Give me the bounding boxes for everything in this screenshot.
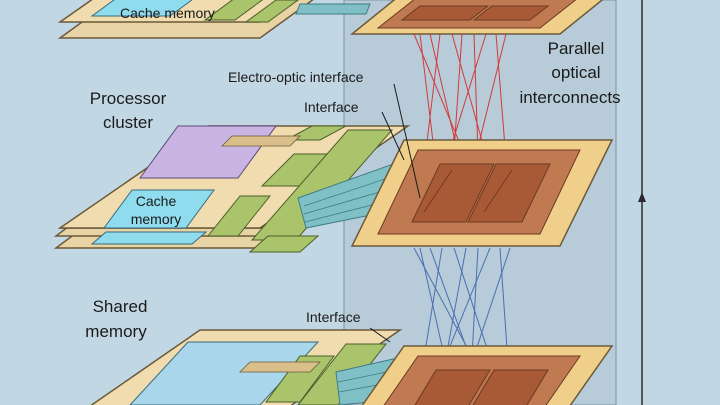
shared-memory-board	[90, 329, 403, 405]
shared-label-line2: memory	[85, 322, 147, 341]
bottom-interface-pointer	[369, 327, 391, 343]
electro-optic-pointer	[393, 83, 421, 199]
interface-mid-label: Interface	[304, 99, 359, 115]
top-ribbon	[295, 3, 371, 15]
parallel-label-line1: Parallel	[548, 39, 605, 58]
top-cache-label: Cache memory	[120, 5, 215, 21]
axis-arrow-icon	[638, 192, 646, 202]
shared-memory-chip	[129, 341, 320, 405]
electro-optic-label: Electro-optic interface	[228, 69, 364, 85]
middle-optical-plate	[350, 139, 614, 247]
top-optical-plate	[349, 0, 604, 35]
cache-label-line1: Cache	[136, 193, 177, 209]
interface-bottom-label: Interface	[306, 309, 361, 325]
bottom-optical-plate	[361, 345, 614, 405]
processor-label-line1: Processor	[90, 89, 167, 108]
processor-board	[53, 125, 411, 253]
shared-label-line1: Shared	[93, 297, 148, 316]
parallel-label-line2: optical	[551, 63, 600, 82]
interface-pointer	[381, 111, 405, 161]
parallel-label-line3: interconnects	[519, 88, 620, 107]
top-board	[57, 0, 314, 39]
cache-memory-chip	[103, 189, 215, 229]
processor-label-line2: cluster	[103, 113, 153, 132]
cache-label-line2: memory	[131, 211, 182, 227]
